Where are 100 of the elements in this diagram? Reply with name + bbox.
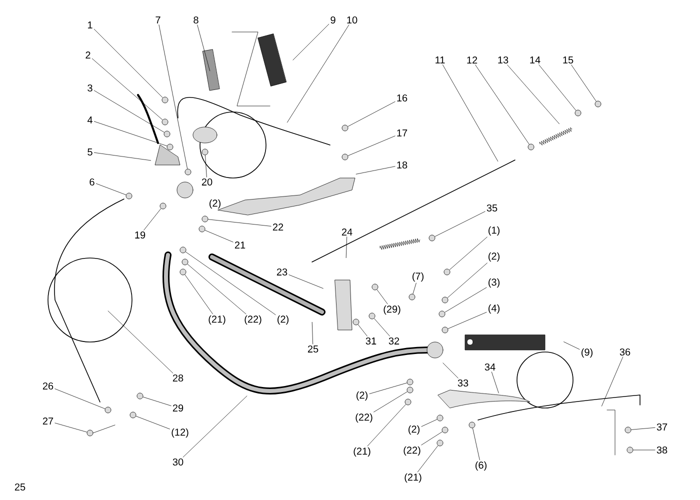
callout-number: 33 xyxy=(458,379,468,387)
callout-number: 7 xyxy=(156,16,160,24)
washer xyxy=(104,406,112,414)
washer xyxy=(86,430,94,436)
callout-number: 36 xyxy=(620,348,630,356)
washer xyxy=(126,192,132,200)
washer xyxy=(162,96,168,104)
leader-line xyxy=(563,342,580,350)
leader-line xyxy=(538,64,576,111)
leader-line xyxy=(369,382,408,394)
leader-line xyxy=(601,356,624,406)
washer xyxy=(436,414,444,422)
callout-number: 5 xyxy=(88,148,92,156)
leader-line xyxy=(204,230,234,242)
washer xyxy=(404,398,412,406)
callout-number: (9) xyxy=(582,348,592,358)
callout-number: 10 xyxy=(347,16,358,24)
leader-line xyxy=(448,312,487,329)
washer xyxy=(442,296,448,304)
leader-line xyxy=(208,219,272,226)
leader-line xyxy=(346,236,348,258)
leader-line xyxy=(54,388,106,409)
leader-line xyxy=(96,183,126,196)
leader-line xyxy=(491,372,499,394)
leader-line xyxy=(447,262,488,298)
leader-line xyxy=(434,211,486,237)
leader-line xyxy=(136,416,170,430)
callout-number: 25 xyxy=(308,345,318,353)
washer xyxy=(180,268,186,276)
callout-number: (7) xyxy=(412,272,424,282)
callout-number: 12 xyxy=(467,56,478,64)
leader-line xyxy=(376,289,388,304)
callout-number: 29 xyxy=(172,404,184,412)
callout-number: (29) xyxy=(384,305,400,315)
callout-number: (6) xyxy=(476,461,486,471)
washer xyxy=(594,100,602,108)
callout-number: (12) xyxy=(172,428,188,438)
leader-line xyxy=(94,28,163,98)
leader-line xyxy=(348,101,396,127)
callout-number: 19 xyxy=(135,231,146,239)
washer xyxy=(136,392,144,400)
leader-line xyxy=(142,396,172,406)
callout-number: (21) xyxy=(354,447,370,457)
washer xyxy=(160,202,166,210)
callout-number: 4 xyxy=(87,116,92,124)
callout-number: 28 xyxy=(172,374,184,382)
callout-number: 24 xyxy=(342,228,352,236)
callout-number: 27 xyxy=(42,418,54,424)
washer xyxy=(180,246,186,254)
callout-number: 8 xyxy=(194,16,198,24)
leader-line xyxy=(182,396,248,458)
washer xyxy=(352,318,360,326)
washer xyxy=(468,422,476,428)
washer xyxy=(438,310,446,318)
callout-number: 21 xyxy=(234,242,246,248)
washer xyxy=(372,284,378,290)
leader-line xyxy=(144,208,162,230)
washer xyxy=(528,144,534,150)
leader-line xyxy=(184,274,214,314)
callout-number: 30 xyxy=(172,458,184,466)
leader-line xyxy=(94,90,164,133)
leader-line xyxy=(631,427,656,430)
leader-line xyxy=(417,445,438,472)
washer xyxy=(574,110,582,116)
leader-line xyxy=(571,64,596,102)
callout-number: (4) xyxy=(488,304,500,314)
washer xyxy=(436,440,444,446)
leader-line xyxy=(421,432,442,446)
leader-line xyxy=(358,324,368,336)
leader-line xyxy=(288,274,324,289)
callout-number: 31 xyxy=(366,337,376,345)
callout-number: 6 xyxy=(90,178,94,186)
callout-number: (2) xyxy=(278,315,288,325)
callout-number: 15 xyxy=(563,56,574,64)
leader-line xyxy=(348,136,396,156)
leader-line xyxy=(185,252,276,316)
callout-number: 34 xyxy=(484,363,496,371)
leader-line xyxy=(197,24,210,72)
callout-number: 16 xyxy=(397,94,408,102)
washer xyxy=(406,378,414,386)
leader-line xyxy=(292,24,330,60)
leader-line xyxy=(442,362,458,378)
callout-number: 13 xyxy=(498,56,508,64)
washer xyxy=(408,294,416,300)
leader-line xyxy=(312,322,314,344)
washer xyxy=(442,426,448,434)
leader-line xyxy=(421,419,438,427)
callout-number: (22) xyxy=(404,446,420,456)
leader-line xyxy=(94,121,168,146)
callout-number: 14 xyxy=(530,56,540,64)
washer xyxy=(624,426,632,434)
callout-number: (21) xyxy=(208,315,226,325)
callout-number: 2 xyxy=(86,52,90,58)
callout-number: (2) xyxy=(408,425,420,435)
leader-line xyxy=(92,58,163,120)
washer xyxy=(428,234,436,242)
callout-number: 3 xyxy=(88,84,92,92)
leader-line xyxy=(472,428,480,460)
washer xyxy=(342,124,348,132)
washer xyxy=(368,312,376,320)
